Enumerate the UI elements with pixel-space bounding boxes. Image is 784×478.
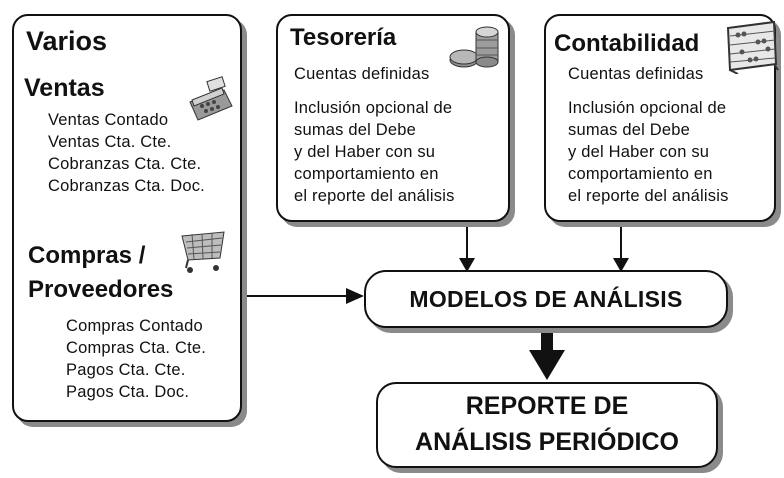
abacus-icon [724,18,780,79]
arrowhead-tesoreria [459,258,475,272]
ventas-title: Ventas [24,74,105,102]
compras-title-line2: Proveedores [28,276,174,303]
modelos-label: MODELOS DE ANÁLISIS [409,286,683,312]
compras-item: Compras Contado [66,317,203,335]
varios-title: Varios [26,26,108,56]
reporte-box: REPORTE DE ANÁLISIS PERIÓDICO [376,382,718,468]
tesoreria-box: Tesorería Cuentas definidas Inclusión op… [276,14,510,222]
cash-register-icon [184,76,234,129]
contabilidad-box: Contabilidad Cuentas definidas Inclusión… [544,14,779,222]
ventas-item: Cobranzas Cta. Cte. [48,155,202,173]
contabilidad-subtitle: Cuentas definidas [568,65,704,83]
compras-item: Pagos Cta. Cte. [66,361,186,379]
contabilidad-line: sumas del Debe [568,121,691,139]
tesoreria-title: Tesorería [290,24,397,51]
contabilidad-line: Inclusión opcional de [568,99,727,117]
contabilidad-line: el reporte del análisis [568,187,729,205]
coins-icon [446,22,504,77]
arrowhead-contabilidad [613,258,629,272]
arrowhead-varios [346,288,364,304]
arrow-modelos-to-reporte [541,329,553,355]
ventas-item: Ventas Contado [48,111,169,129]
compras-title-line1: Compras / [28,242,146,269]
contabilidad-title: Contabilidad [554,30,700,57]
tesoreria-line: el reporte del análisis [294,187,455,205]
contabilidad-line: comportamiento en [568,165,713,183]
modelos-box: MODELOS DE ANÁLISIS [364,270,728,328]
tesoreria-line: y del Haber con su [294,143,436,161]
tesoreria-subtitle: Cuentas definidas [294,65,430,83]
reporte-line2: ANÁLISIS PERIÓDICO [415,428,679,456]
arrowhead-modelos [529,350,565,380]
tesoreria-line: Inclusión opcional de [294,99,453,117]
reporte-line1: REPORTE DE [465,392,629,420]
tesoreria-line: comportamiento en [294,165,439,183]
shopping-cart-icon [178,228,228,281]
compras-item: Compras Cta. Cte. [66,339,207,357]
ventas-item: Cobranzas Cta. Doc. [48,177,205,195]
compras-item: Pagos Cta. Doc. [66,383,190,401]
varios-box: Varios Ventas Ventas Contado Ventas Cta.… [12,14,242,422]
ventas-item: Ventas Cta. Cte. [48,133,172,151]
contabilidad-line: y del Haber con su [568,143,710,161]
tesoreria-line: sumas del Debe [294,121,417,139]
